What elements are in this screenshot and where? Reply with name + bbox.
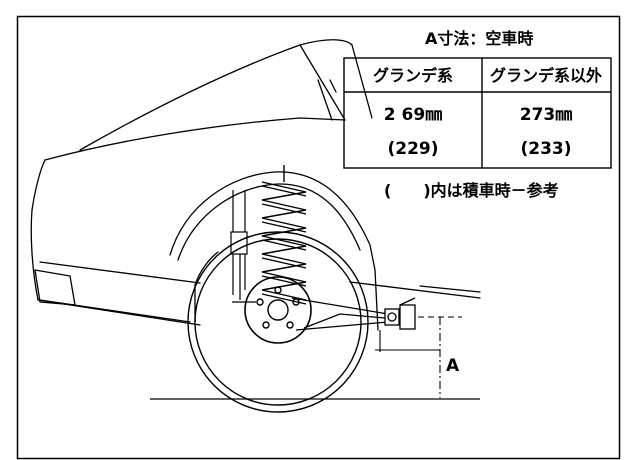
header-grande: グランデ系 <box>373 66 453 85</box>
cell-grande-empty: 2 69㎜ <box>384 105 442 125</box>
table-note: ( )内は積車時－参考 <box>384 181 559 200</box>
dimension-a-label: A <box>446 356 460 376</box>
strut-assembly <box>230 190 256 303</box>
figure-border <box>16 15 621 460</box>
lower-control-arm <box>291 297 416 331</box>
vehicle-body <box>30 39 481 331</box>
cell-non-grande-loaded: (233) <box>520 139 571 159</box>
dimension-a <box>375 316 462 398</box>
table-title: A寸法：空車時 <box>425 29 533 48</box>
cell-non-grande-empty: 273㎜ <box>520 105 573 125</box>
header-non-grande: グランデ系以外 <box>490 66 602 85</box>
spec-table-grid <box>343 57 612 169</box>
coil-spring <box>261 165 307 305</box>
front-wheel <box>187 231 369 413</box>
cell-grande-loaded: (229) <box>387 139 438 159</box>
